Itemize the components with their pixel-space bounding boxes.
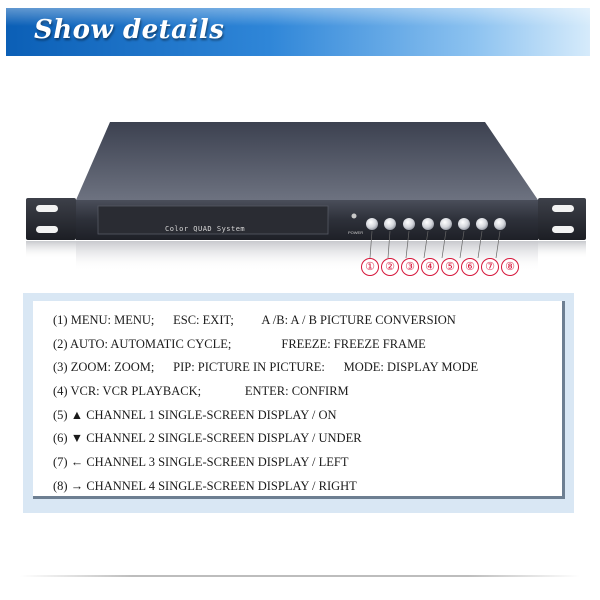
details-panel: (1) MENU: MENU; ESC: EXIT; A /B: A / B P… bbox=[23, 293, 574, 513]
detail-line-2: (2) AUTO: AUTOMATIC CYCLE; FREEZE: FREEZ… bbox=[53, 336, 426, 351]
callout-3: ③ bbox=[401, 258, 419, 276]
rack-unit-image: POWER bbox=[26, 122, 586, 271]
callout-5: ⑤ bbox=[441, 258, 459, 276]
details-list: (1) MENU: MENU; ESC: EXIT; A /B: A / B P… bbox=[33, 301, 562, 499]
callout-1: ① bbox=[361, 258, 379, 276]
detail-line-5: (5) ▲ CHANNEL 1 SINGLE-SCREEN DISPLAY / … bbox=[53, 407, 337, 422]
front-buttons bbox=[366, 218, 506, 230]
detail-line-1: (1) MENU: MENU; ESC: EXIT; A /B: A / B P… bbox=[53, 313, 456, 327]
svg-text:POWER: POWER bbox=[348, 230, 363, 235]
device-front-label: Color QUAD System bbox=[165, 225, 246, 233]
detail-line-4: (4) VCR: VCR PLAYBACK; ENTER: CONFIRM bbox=[53, 384, 349, 399]
footer-divider bbox=[20, 575, 580, 577]
callout-8: ⑧ bbox=[501, 258, 519, 276]
detail-line-7: (7) ← CHANNEL 3 SINGLE-SCREEN DISPLAY / … bbox=[53, 455, 349, 470]
callout-2: ② bbox=[381, 258, 399, 276]
detail-line-8: (8) → CHANNEL 4 SINGLE-SCREEN DISPLAY / … bbox=[53, 478, 357, 493]
callout-7: ⑦ bbox=[481, 258, 499, 276]
device-illustration: POWER Color QUAD System bbox=[0, 0, 600, 290]
callout-6: ⑥ bbox=[461, 258, 479, 276]
details-card: (1) MENU: MENU; ESC: EXIT; A /B: A / B P… bbox=[33, 301, 565, 499]
detail-line-3: (3) ZOOM: ZOOM; PIP: PICTURE IN PICTURE:… bbox=[53, 360, 479, 375]
button-callouts: ① ② ③ ④ ⑤ ⑥ ⑦ ⑧ bbox=[361, 258, 519, 276]
detail-line-6: (6) ▼ CHANNEL 2 SINGLE-SCREEN DISPLAY / … bbox=[53, 431, 362, 446]
callout-4: ④ bbox=[421, 258, 439, 276]
header-banner: Show details bbox=[6, 8, 590, 56]
